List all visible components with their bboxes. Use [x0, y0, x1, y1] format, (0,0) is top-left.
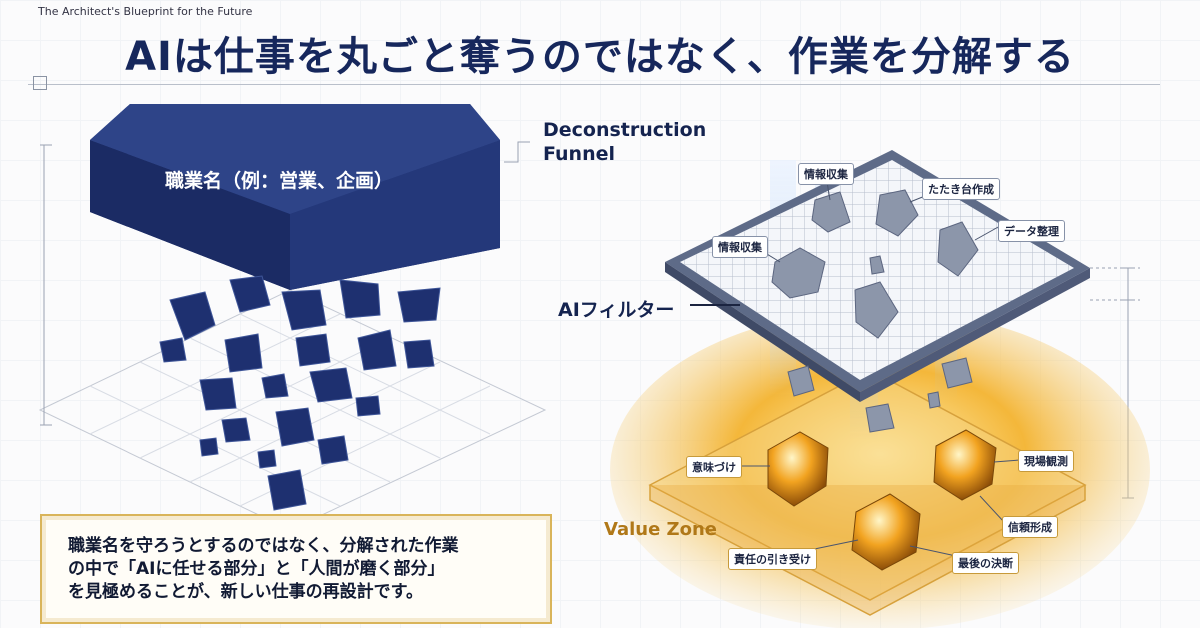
filter-tag-draft-creation: たたき台作成 [922, 178, 1000, 200]
value-tag-taking-responsibility: 責任の引き受け [728, 548, 817, 570]
value-tag-meaning-making: 意味づけ [686, 456, 742, 478]
value-zone-label: Value Zone [604, 519, 717, 540]
filter-tag-info-gathering-2: 情報収集 [712, 236, 768, 258]
filter-tag-data-organizing: データ整理 [998, 220, 1065, 242]
value-gems [767, 429, 997, 571]
header-divider [28, 84, 1160, 85]
ai-filter-label: AIフィルター [558, 299, 675, 321]
job-title-label: 職業名（例：営業、企画） [165, 170, 394, 192]
page-title: AIは仕事を丸ごと奪うのではなく、作業を分解する [125, 34, 1075, 80]
value-tag-trust-building: 信頼形成 [1002, 516, 1058, 538]
filter-tag-info-gathering: 情報収集 [798, 163, 854, 185]
value-tag-field-observation: 現場観測 [1018, 450, 1074, 472]
job-title-block [90, 104, 500, 290]
summary-note-box [40, 514, 552, 624]
filter-crystals [771, 189, 979, 433]
value-tag-final-decision: 最後の決断 [952, 552, 1019, 574]
deconstruction-funnel-label: Deconstruction Funnel [543, 119, 707, 165]
tagline: The Architect's Blueprint for the Future [38, 5, 253, 18]
summary-note-text: 職業名を守ろうとするのではなく、分解された作業 の中で「AIに任せる部分」と「人… [68, 536, 459, 602]
falling-fragments [159, 275, 441, 511]
corner-mark-icon [33, 76, 47, 90]
